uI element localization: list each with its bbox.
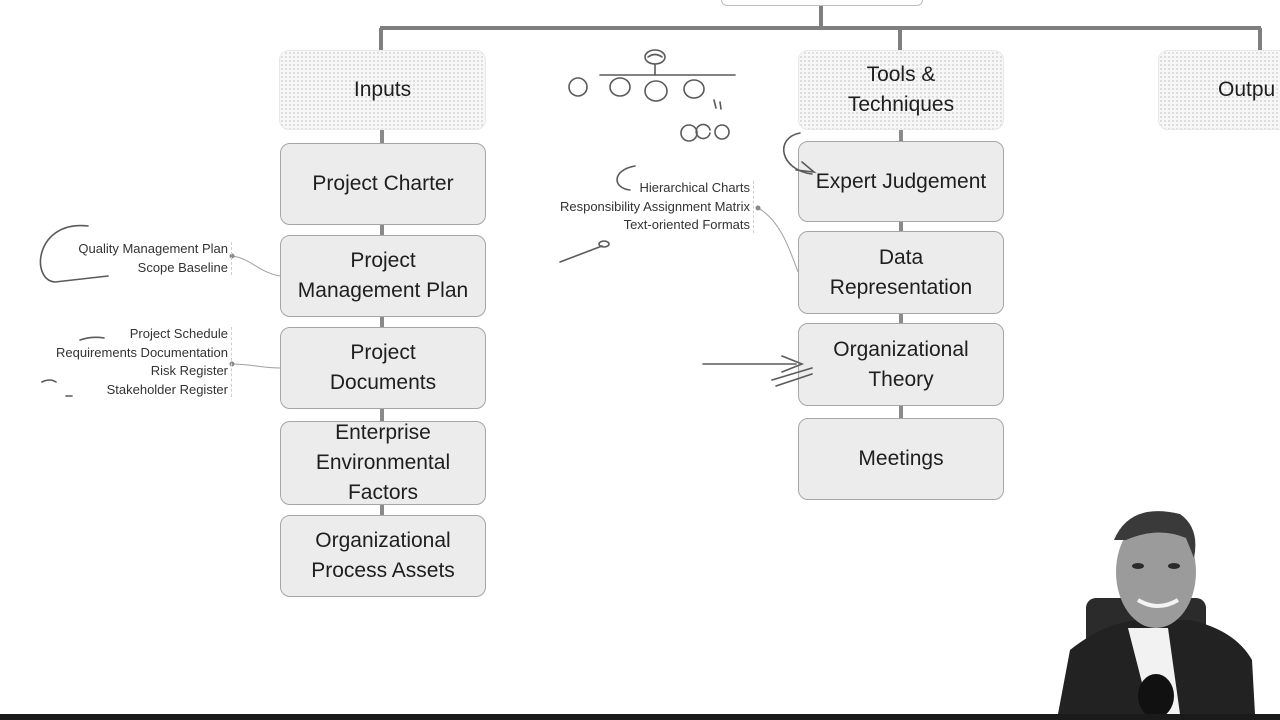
box-text-line: Project Charter [312,172,454,195]
box-text-line: Outpu [1218,78,1276,101]
callout-bracket [753,181,754,233]
box-text-line: Inputs [353,78,412,101]
box-text-line: Expert Judgement [815,169,987,193]
callout-item: Text-oriented Formats [623,217,750,232]
callout-item: Project Schedule [129,326,228,341]
input-project-charter: Project Charter [280,143,486,225]
box-text-line: Factors [347,481,418,504]
box-text-line: Project [350,249,416,272]
process-title-box [721,0,923,6]
callout-item: Hierarchical Charts [639,180,750,195]
callout-item: Risk Register [150,363,228,378]
callout-item: Stakeholder Register [106,381,228,397]
management-plan-callout: Quality Management Plan Scope Baseline [30,240,232,277]
tool-expert-judgement: Expert Judgement [798,141,1004,222]
bottom-bar [0,714,1280,720]
tool-meetings: Meetings [798,418,1004,500]
box-text-line: Enterprise [335,421,431,444]
box-text-line: Organizational [315,529,451,552]
inputs-header: Inputs [279,50,486,130]
box-text-line: Techniques [847,93,955,116]
callout-bracket [231,242,232,275]
box-text-line: Meetings [858,447,944,470]
presenter-image [1058,511,1255,714]
outputs-header-text: Outpu [1218,75,1275,105]
box-text-line: Representation [829,275,973,299]
box-text-line: Project [350,341,416,364]
box-text-line: Organizational [833,337,969,361]
presenter-video [1040,500,1280,714]
callout-item: Requirements Documentation [56,344,228,360]
box-text-line: Process Assets [311,559,455,582]
box-text-line: Tools & [866,63,936,86]
box-text-line: Environmental [315,451,451,474]
outputs-header: Outpu [1158,50,1280,130]
callout-item: Scope Baseline [137,259,228,275]
tools-techniques-header: Tools & Techniques [798,50,1004,130]
callout-item: Quality Management Plan [78,241,228,256]
inputs-header-text: Inputs [354,75,411,105]
project-documents-callout: Project Schedule Requirements Documentat… [10,325,232,399]
tools-header-text: Tools & Techniques [848,60,954,120]
box-text-line: Documents [329,371,437,394]
box-text-line: Theory [868,367,934,391]
data-representation-callout: Hierarchical Charts Responsibility Assig… [520,179,754,235]
callout-item: Responsibility Assignment Matrix [559,198,750,214]
box-text-line: Management Plan [297,279,469,302]
callout-bracket [231,327,232,397]
box-text-line: Data [878,245,924,269]
